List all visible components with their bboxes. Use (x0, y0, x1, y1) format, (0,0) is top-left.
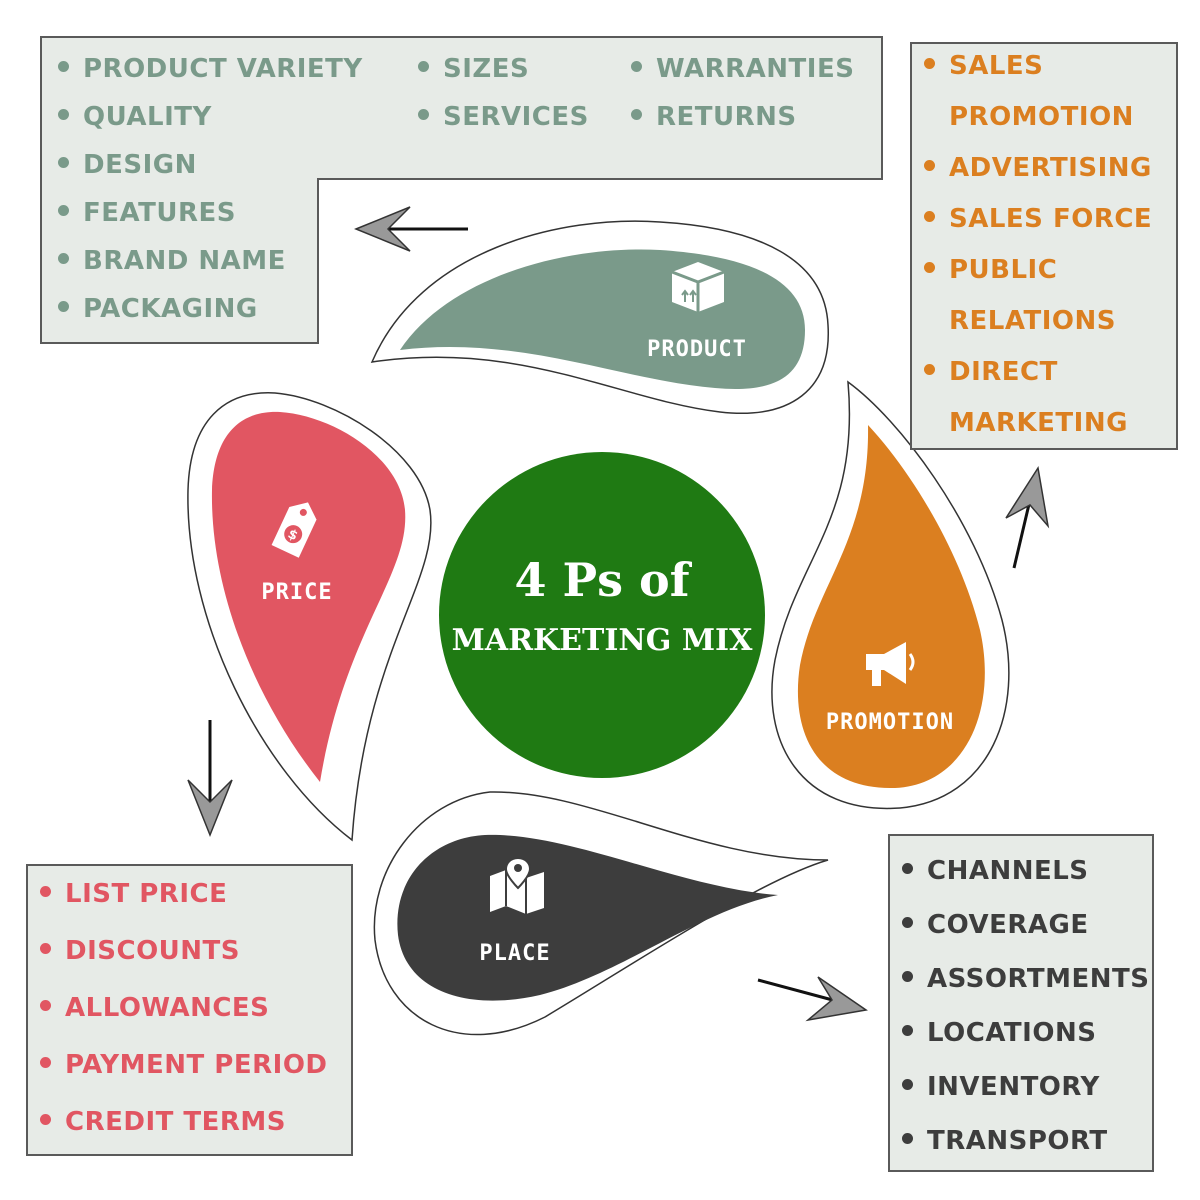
list-item: DISCOUNTS (40, 936, 240, 966)
list-item: QUALITY (58, 102, 212, 132)
center-title-line2: MARKETING MIX (452, 623, 753, 658)
map-pin-icon (490, 856, 544, 914)
list-item: PAYMENT PERIOD (40, 1050, 328, 1080)
arrow-to-product-list (354, 206, 468, 252)
promotion-label: PROMOTION (826, 710, 954, 735)
price-list-box (26, 864, 353, 1156)
place-label: PLACE (479, 941, 550, 966)
price-petal (187, 392, 432, 842)
list-item: PRODUCT VARIETY (58, 54, 363, 84)
list-item: SALES FORCE (924, 204, 1152, 234)
list-item: RETURNS (631, 102, 797, 132)
price-label: PRICE (261, 580, 332, 605)
box-icon (671, 262, 725, 312)
list-item: FEATURES (58, 198, 236, 228)
list-item: SIZES (418, 54, 529, 84)
product-list-box (40, 36, 883, 344)
product-petal (370, 220, 829, 414)
list-item: SALES (924, 51, 1043, 81)
list-item: ADVERTISING (924, 153, 1152, 183)
list-item: LIST PRICE (40, 879, 227, 909)
list-item: ASSORTMENTS (902, 964, 1149, 994)
arrow-to-place-list (757, 976, 868, 1022)
list-item: WARRANTIES (631, 54, 854, 84)
list-item-continuation: PROMOTION (949, 102, 1134, 132)
arrow-to-price-list (187, 720, 233, 838)
list-item: DIRECT (924, 357, 1058, 387)
place-petal (373, 791, 829, 1036)
list-item: LOCATIONS (902, 1018, 1096, 1048)
list-item: BRAND NAME (58, 246, 286, 276)
price-tag-icon: $ (271, 502, 317, 558)
list-item: PACKAGING (58, 294, 258, 324)
list-item: SERVICES (418, 102, 589, 132)
list-item-continuation: MARKETING (949, 408, 1128, 438)
list-item: PUBLIC (924, 255, 1057, 285)
list-item: TRANSPORT (902, 1126, 1108, 1156)
list-item: COVERAGE (902, 910, 1089, 940)
center-circle (439, 452, 765, 778)
arrow-to-promotion-list (1005, 465, 1050, 569)
product-label: PRODUCT (647, 337, 747, 362)
promotion-petal (771, 380, 1010, 810)
center-title-line1: 4 Ps of (515, 553, 693, 607)
list-item: INVENTORY (902, 1072, 1100, 1102)
list-item: CREDIT TERMS (40, 1107, 286, 1137)
promotion-list-box (910, 42, 1178, 450)
list-item: DESIGN (58, 150, 197, 180)
place-list-box (888, 834, 1154, 1172)
list-item: ALLOWANCES (40, 993, 269, 1023)
list-item: CHANNELS (902, 856, 1089, 886)
list-item-continuation: RELATIONS (949, 306, 1116, 336)
megaphone-icon (866, 642, 915, 686)
